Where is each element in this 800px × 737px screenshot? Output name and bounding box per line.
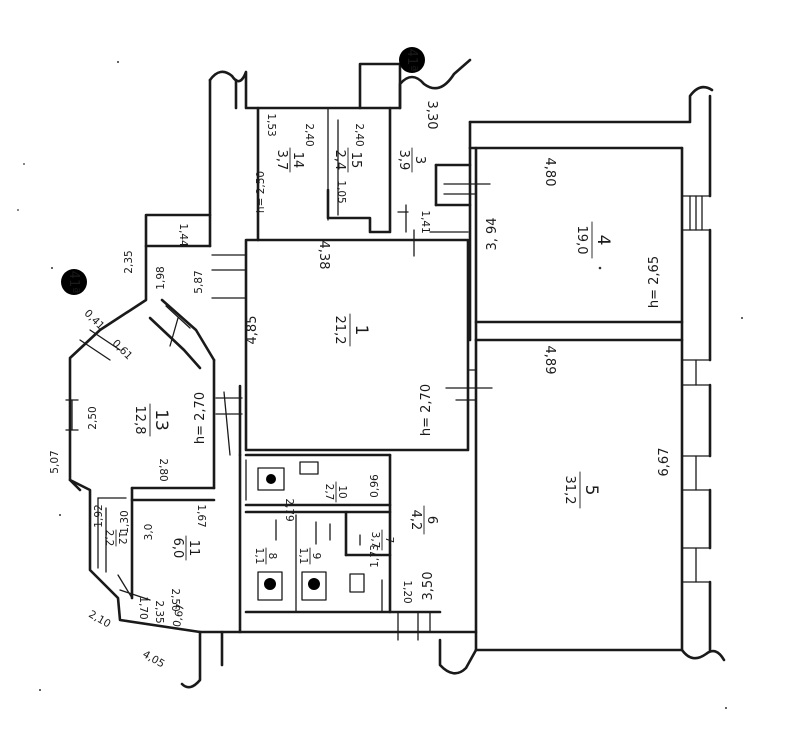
room-5-label: 5 31,2 (562, 471, 601, 509)
dim-1-70: 1,70 (137, 596, 149, 619)
svg-text:8: 8 (266, 553, 278, 560)
svg-text:4,2: 4,2 (408, 510, 423, 531)
svg-text:9: 9 (310, 553, 322, 560)
svg-text:1,1: 1,1 (297, 548, 309, 565)
svg-text:13: 13 (151, 409, 171, 431)
dim-4-80: 4,80 (542, 158, 557, 187)
room-12-label: 12 2,2 (103, 529, 128, 547)
room-9-label: 9 1,1 (297, 547, 322, 565)
room-13-label: 13 12,8 (132, 403, 171, 437)
svg-text:41ª: 41ª (66, 271, 81, 294)
dim-3-94: 3, 94 (485, 217, 500, 250)
dim-2-50: 2,50 (87, 406, 99, 429)
svg-text:19,0: 19,0 (574, 226, 589, 255)
svg-text:3: 3 (412, 156, 427, 164)
dim-1-20: 1,20 (401, 580, 413, 603)
svg-text:21,2: 21,2 (332, 316, 347, 345)
dim-3-50: 3,50 (421, 572, 436, 601)
svg-text:1: 1 (351, 325, 371, 336)
dim-1-53: 1,53 (265, 113, 277, 136)
dim-2-35-b: 2,35 (153, 600, 165, 623)
svg-text:2,2: 2,2 (103, 530, 115, 547)
dim-1-05: 1,05 (335, 180, 347, 203)
dim-4-85: 4,85 (245, 316, 260, 345)
room-15-label: 15 2,4 (332, 147, 363, 173)
svg-text:11: 11 (186, 540, 201, 557)
svg-text:6: 6 (424, 516, 439, 524)
dim-2-80: 2,80 (157, 458, 169, 481)
h-2-70-a: h= 2,70 (193, 392, 208, 444)
dim-2-10: 2,10 (86, 608, 112, 630)
dim-3-0: 3,0 (143, 524, 155, 541)
svg-text:5: 5 (581, 485, 601, 496)
dimension-labels: 3,30 1,53 2,40 2,40 1,05 h= 2,50 4,80 3,… (49, 101, 672, 671)
room-14-label: 14 3,7 (274, 147, 305, 173)
dim-1-44: 1,44 (177, 223, 189, 247)
toilet-icon (257, 571, 283, 601)
room-11-label: 11 6,0 (170, 535, 201, 561)
svg-text:2,7: 2,7 (323, 484, 335, 501)
outer-walls (180, 58, 726, 689)
svg-text:14: 14 (290, 152, 305, 169)
svg-text:3,9: 3,9 (396, 150, 411, 171)
dim-1-73: 1,73 (369, 544, 381, 567)
dim-1-41: 1,41 (419, 210, 431, 233)
dim-2-35: 2,35 (123, 250, 135, 273)
room-labels: 1 21,2 3 3,9 4 19,0 5 31,2 6 4,2 7 3,7 (103, 147, 613, 565)
door-markers (211, 183, 493, 641)
room-6-label: 6 4,2 (408, 505, 439, 535)
stamp-top: 41ª (399, 47, 425, 73)
dim-2-40-b: 2,40 (353, 123, 365, 146)
plumbing-fixtures (257, 461, 365, 601)
stamp-left: 41ª (61, 269, 87, 295)
dim-0-67: 0,67 (171, 603, 187, 628)
dim-5-07: 5,07 (49, 450, 61, 473)
svg-text:3,7: 3,7 (274, 150, 289, 171)
dim-0-61: 0,61 (110, 337, 135, 362)
scan-speckles (17, 61, 743, 709)
dim-2-40-a: 2,40 (303, 123, 315, 146)
svg-text:3,7: 3,7 (369, 532, 381, 549)
svg-text:10: 10 (336, 485, 348, 498)
svg-text:6,0: 6,0 (170, 538, 185, 559)
room-4-label: 4 19,0 (574, 221, 613, 259)
svg-text:31,2: 31,2 (562, 476, 577, 505)
svg-text:4: 4 (593, 235, 613, 246)
svg-text:1,1: 1,1 (253, 548, 265, 565)
room-1-label: 1 21,2 (332, 313, 371, 347)
svg-text:7: 7 (383, 537, 395, 544)
svg-text:41ª: 41ª (404, 49, 419, 72)
dim-3-30: 3,30 (424, 101, 439, 130)
interior-walls (65, 62, 684, 652)
room-7-label: 7 3,7 (369, 529, 395, 551)
room-10-label: 10 2,7 (323, 481, 348, 503)
svg-text:15: 15 (348, 152, 363, 169)
svg-text:2,4: 2,4 (332, 150, 347, 171)
toilet-icon (301, 571, 327, 601)
h-2-70-b: h= 2,70 (419, 384, 434, 436)
dim-5-87: 5,87 (193, 270, 205, 293)
toilet-tank-icon (299, 461, 319, 475)
dim-4-89: 4,89 (542, 346, 557, 375)
svg-text:12: 12 (116, 531, 128, 544)
dim-1-98: 1,98 (155, 266, 167, 289)
dim-0-96: 0,96 (369, 474, 381, 498)
dim-1-92: 1,92 (93, 504, 105, 527)
room-8-label: 8 1,1 (253, 547, 278, 565)
h-2-65: h= 2,65 (647, 256, 662, 308)
dim-1-30: 1,30 (119, 510, 131, 533)
dim-2-50-b: 2,50 (169, 588, 181, 611)
sink-icon (257, 467, 285, 491)
dim-2-79: 2,79 (283, 498, 295, 521)
dim-1-67: 1,67 (195, 504, 207, 527)
room-3-label: 3 3,9 (396, 147, 427, 173)
dim-4-05: 4,05 (140, 648, 166, 670)
h-2-50: h= 2,50 (255, 171, 267, 213)
svg-text:12,8: 12,8 (132, 406, 147, 435)
washbasin-icon (349, 573, 365, 593)
dim-4-38: 4,38 (316, 241, 331, 270)
dim-6-67: 6,67 (657, 448, 672, 477)
